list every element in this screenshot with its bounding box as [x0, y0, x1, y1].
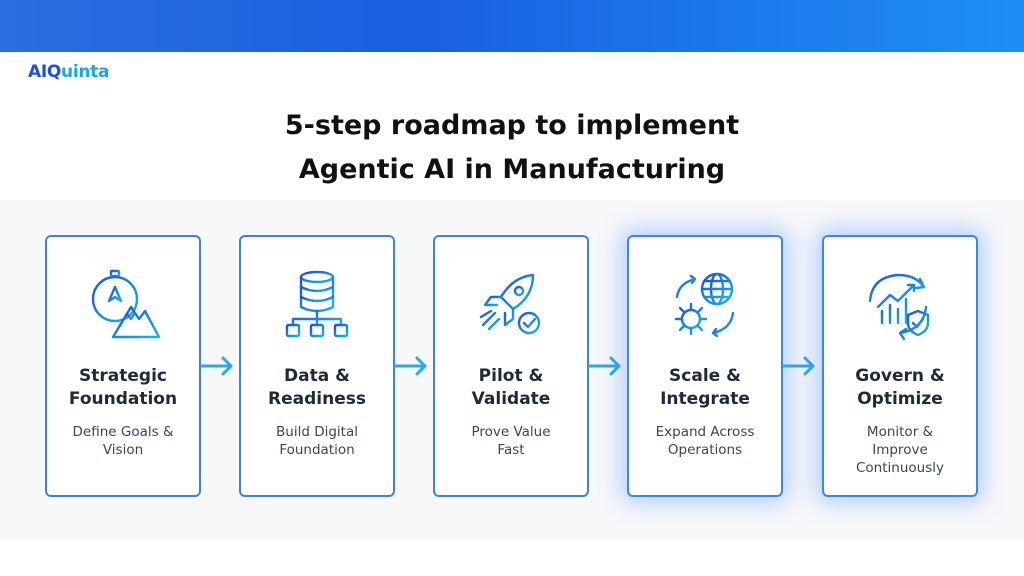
step-title-line-2: Readiness — [268, 389, 366, 409]
compass-mountain-icon — [91, 269, 161, 339]
step-title: Scale & Integrate — [629, 365, 781, 411]
arrow-right-icon — [394, 356, 427, 376]
rocket-check-icon — [479, 273, 541, 335]
gear-globe-icon — [674, 272, 735, 338]
growth-shield-icon — [868, 273, 930, 341]
brand-logo[interactable]: AIQuinta — [28, 62, 109, 82]
arrow-right-icon — [782, 356, 815, 376]
step-card-pilot-validate: Pilot & Validate Prove Value Fast — [433, 235, 589, 497]
step-card-govern-optimize: Govern & Optimize Monitor & Improve Cont… — [822, 235, 978, 497]
step-desc-line-1: Prove Value — [471, 424, 551, 440]
step-desc-line-1: Define Goals & — [72, 424, 174, 440]
step-desc-line-3: Continuously — [856, 460, 944, 476]
title-line-2: Agentic AI in Manufacturing — [298, 154, 726, 185]
step-title-line-2: Integrate — [660, 389, 750, 409]
step-title: Data & Readiness — [241, 365, 393, 411]
step-title-line-1: Scale & — [669, 366, 741, 386]
step-desc-line-2: Improve — [872, 442, 928, 458]
arrow-right-icon — [588, 356, 621, 376]
step-description: Define Goals & Vision — [53, 423, 193, 459]
arrow-right-icon — [200, 356, 233, 376]
logo-text-part1: AIQ — [28, 62, 62, 82]
step-title: Govern & Optimize — [824, 365, 976, 411]
step-title-line-2: Validate — [471, 389, 551, 409]
step-title-line-1: Data & — [284, 366, 350, 386]
title-line-1: 5-step roadmap to implement — [284, 110, 740, 141]
step-description: Monitor & Improve Continuously — [830, 423, 970, 477]
step-desc-line-1: Build Digital — [276, 424, 358, 440]
step-title-line-1: Pilot & — [478, 366, 544, 386]
logo-text-part2: uinta — [61, 62, 110, 82]
step-title-line-1: Strategic — [79, 366, 167, 386]
step-title-line-1: Govern & — [855, 366, 945, 386]
step-desc-line-2: Vision — [102, 442, 144, 458]
step-title: Pilot & Validate — [435, 365, 587, 411]
step-desc-line-2: Operations — [667, 442, 743, 458]
step-description: Expand Across Operations — [635, 423, 775, 459]
step-desc-line-2: Foundation — [279, 442, 355, 458]
step-desc-line-1: Expand Across — [655, 424, 755, 440]
step-title-line-2: Foundation — [68, 389, 178, 409]
step-card-data-readiness: Data & Readiness Build Digital Foundatio… — [239, 235, 395, 497]
step-description: Prove Value Fast — [441, 423, 581, 459]
step-desc-line-1: Monitor & — [866, 424, 934, 440]
step-description: Build Digital Foundation — [247, 423, 387, 459]
database-network-icon — [285, 270, 349, 338]
step-title: Strategic Foundation — [47, 365, 199, 411]
step-desc-line-2: Fast — [497, 442, 525, 458]
step-card-strategic-foundation: Strategic Foundation Define Goals & Visi… — [45, 235, 201, 497]
step-card-scale-integrate: Scale & Integrate Expand Across Operatio… — [627, 235, 783, 497]
step-title-line-2: Optimize — [857, 389, 943, 409]
page-title: 5-step roadmap to implement Agentic AI i… — [0, 104, 1024, 192]
header-band — [0, 0, 1024, 52]
